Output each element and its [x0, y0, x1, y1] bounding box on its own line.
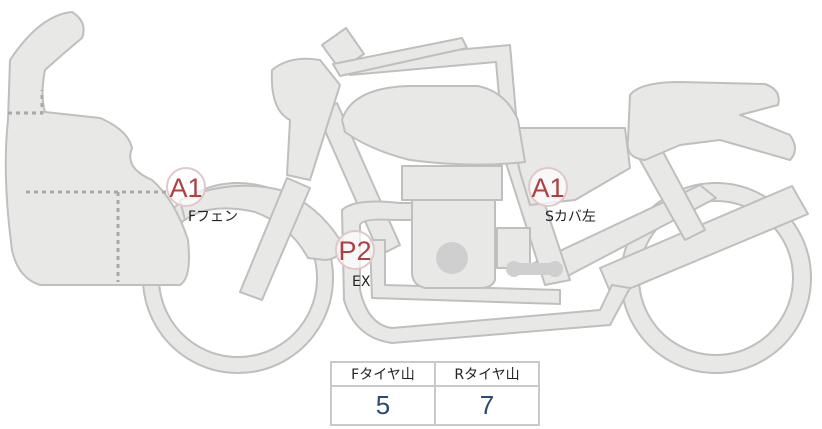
- marker-code: P2: [338, 236, 371, 266]
- marker-code: A1: [169, 173, 202, 203]
- front-tire-tread-value: 5: [331, 386, 435, 425]
- marker-exhaust: P2 EX: [336, 231, 374, 290]
- tread-header-row: Fタイヤ山 Rタイヤ山: [331, 362, 539, 386]
- side-cover: [510, 128, 630, 205]
- rear-tire-tread-header: Rタイヤ山: [435, 362, 539, 386]
- marker-code: A1: [531, 173, 564, 203]
- front-cowl: [6, 12, 189, 285]
- tread-value-row: 5 7: [331, 386, 539, 425]
- marker-part-label: Fフェン: [188, 209, 238, 225]
- rear-tire-tread-value: 7: [435, 386, 539, 425]
- fuel-tank: [342, 86, 525, 165]
- tire-tread-table: Fタイヤ山 Rタイヤ山 5 7: [330, 361, 540, 426]
- marker-part-label: EX: [352, 274, 371, 290]
- seat: [628, 82, 795, 160]
- front-tire-tread-header: Fタイヤ山: [331, 362, 435, 386]
- marker-part-label: Sカバ左: [545, 209, 596, 225]
